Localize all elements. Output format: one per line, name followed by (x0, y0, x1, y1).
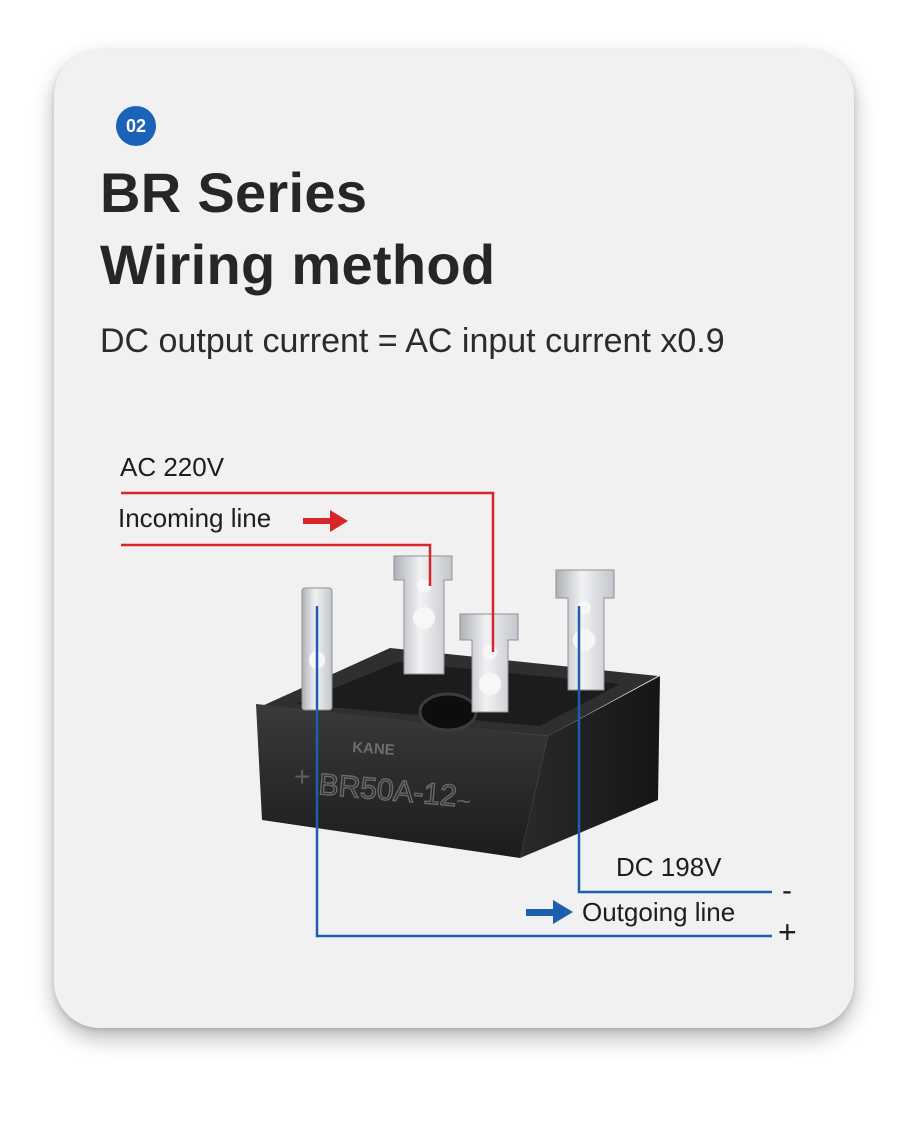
dc-voltage-label: DC 198V (616, 852, 722, 882)
ac-line-2 (121, 543, 432, 586)
page-title-line1: BR Series (100, 161, 368, 224)
rectifier-front-face (256, 704, 548, 858)
step-badge: 02 (116, 106, 156, 146)
dc-minus-line (577, 606, 772, 894)
dc-wiring (315, 606, 772, 938)
content-card (54, 50, 854, 1028)
model-tilde-mark: ~ (456, 786, 471, 816)
rectifier-side-face (520, 676, 660, 858)
mounting-hole (418, 692, 478, 732)
pin-ac-1 (393, 555, 453, 675)
ac-line-1 (121, 491, 495, 652)
minus-terminal-label: - (782, 874, 792, 907)
model-plus-mark: + (294, 761, 310, 792)
outgoing-arrow (526, 900, 573, 924)
bridge-rectifier: KANE + BR50A-12 ~ (256, 648, 660, 858)
brand-mark: KANE (352, 739, 396, 759)
incoming-arrow (303, 510, 348, 532)
plus-terminal-label: + (778, 914, 797, 950)
pin-ac-2 (459, 613, 519, 713)
outgoing-line-label: Outgoing line (582, 897, 736, 927)
incoming-line-label: Incoming line (118, 503, 272, 533)
ac-voltage-label: AC 220V (120, 452, 225, 482)
ac-wiring (121, 491, 495, 652)
formula-subtitle: DC output current = AC input current x0.… (100, 322, 725, 360)
dc-plus-line (315, 606, 772, 938)
page-title-line2: Wiring method (100, 233, 496, 296)
